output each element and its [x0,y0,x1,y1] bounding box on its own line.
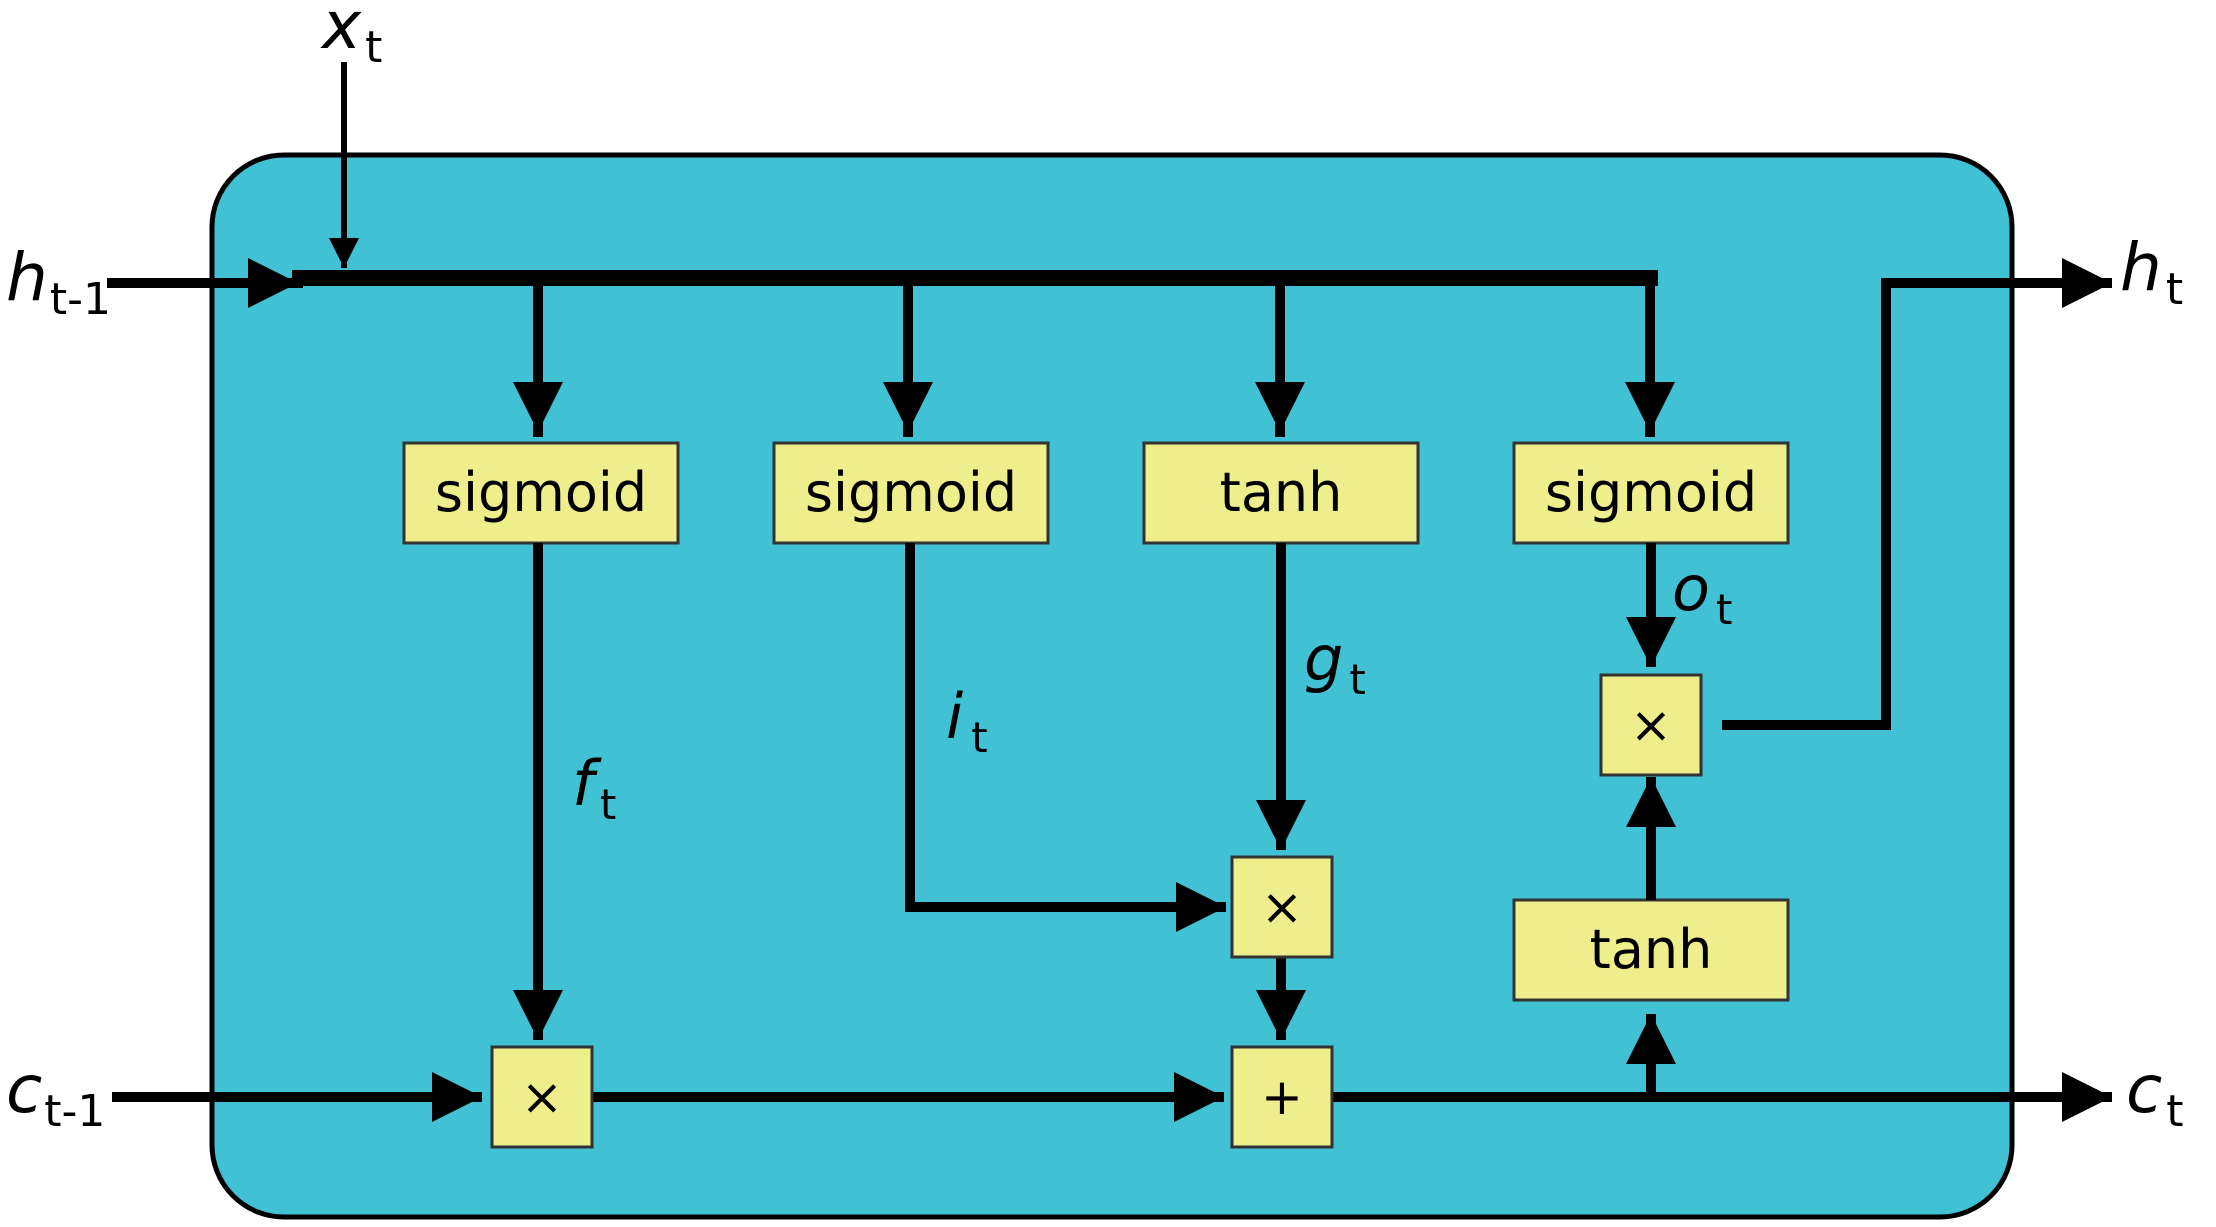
input-gate: sigmoid [772,441,1050,545]
add-op: + [1230,1045,1334,1149]
c-prev-label: ct-1 [6,1051,105,1137]
input-signal-line [905,543,1226,932]
output-gate-label: sigmoid [1545,461,1757,524]
add-symbol: + [1261,1068,1303,1126]
candidate-gate-label: tanh [1220,461,1343,524]
forget-gate: sigmoid [402,441,680,545]
hidden-input-bus [107,258,1675,437]
forget-gate-label: sigmoid [435,461,647,524]
h-prev-label: ht-1 [6,239,111,325]
input-multiply-op: × [1230,855,1334,959]
forget-multiply-symbol: × [521,1068,563,1126]
output-multiply-op: × [1599,673,1703,777]
h-output-line [1722,258,2112,730]
h-output-label: ht [2120,229,2183,315]
output-multiply-symbol: × [1630,696,1672,754]
candidate-gate: tanh [1142,441,1420,545]
cell-tanh-box: tanh [1512,898,1790,1002]
c-output-label: ct [2126,1051,2184,1137]
lstm-cell-body [209,152,2015,1220]
forget-multiply-op: × [490,1045,594,1149]
x-input-label: xt [320,0,382,73]
output-gate: sigmoid [1512,441,1790,545]
cell-tanh-label: tanh [1590,918,1713,981]
input-gate-label: sigmoid [805,461,1017,524]
input-multiply-symbol: × [1261,878,1303,936]
